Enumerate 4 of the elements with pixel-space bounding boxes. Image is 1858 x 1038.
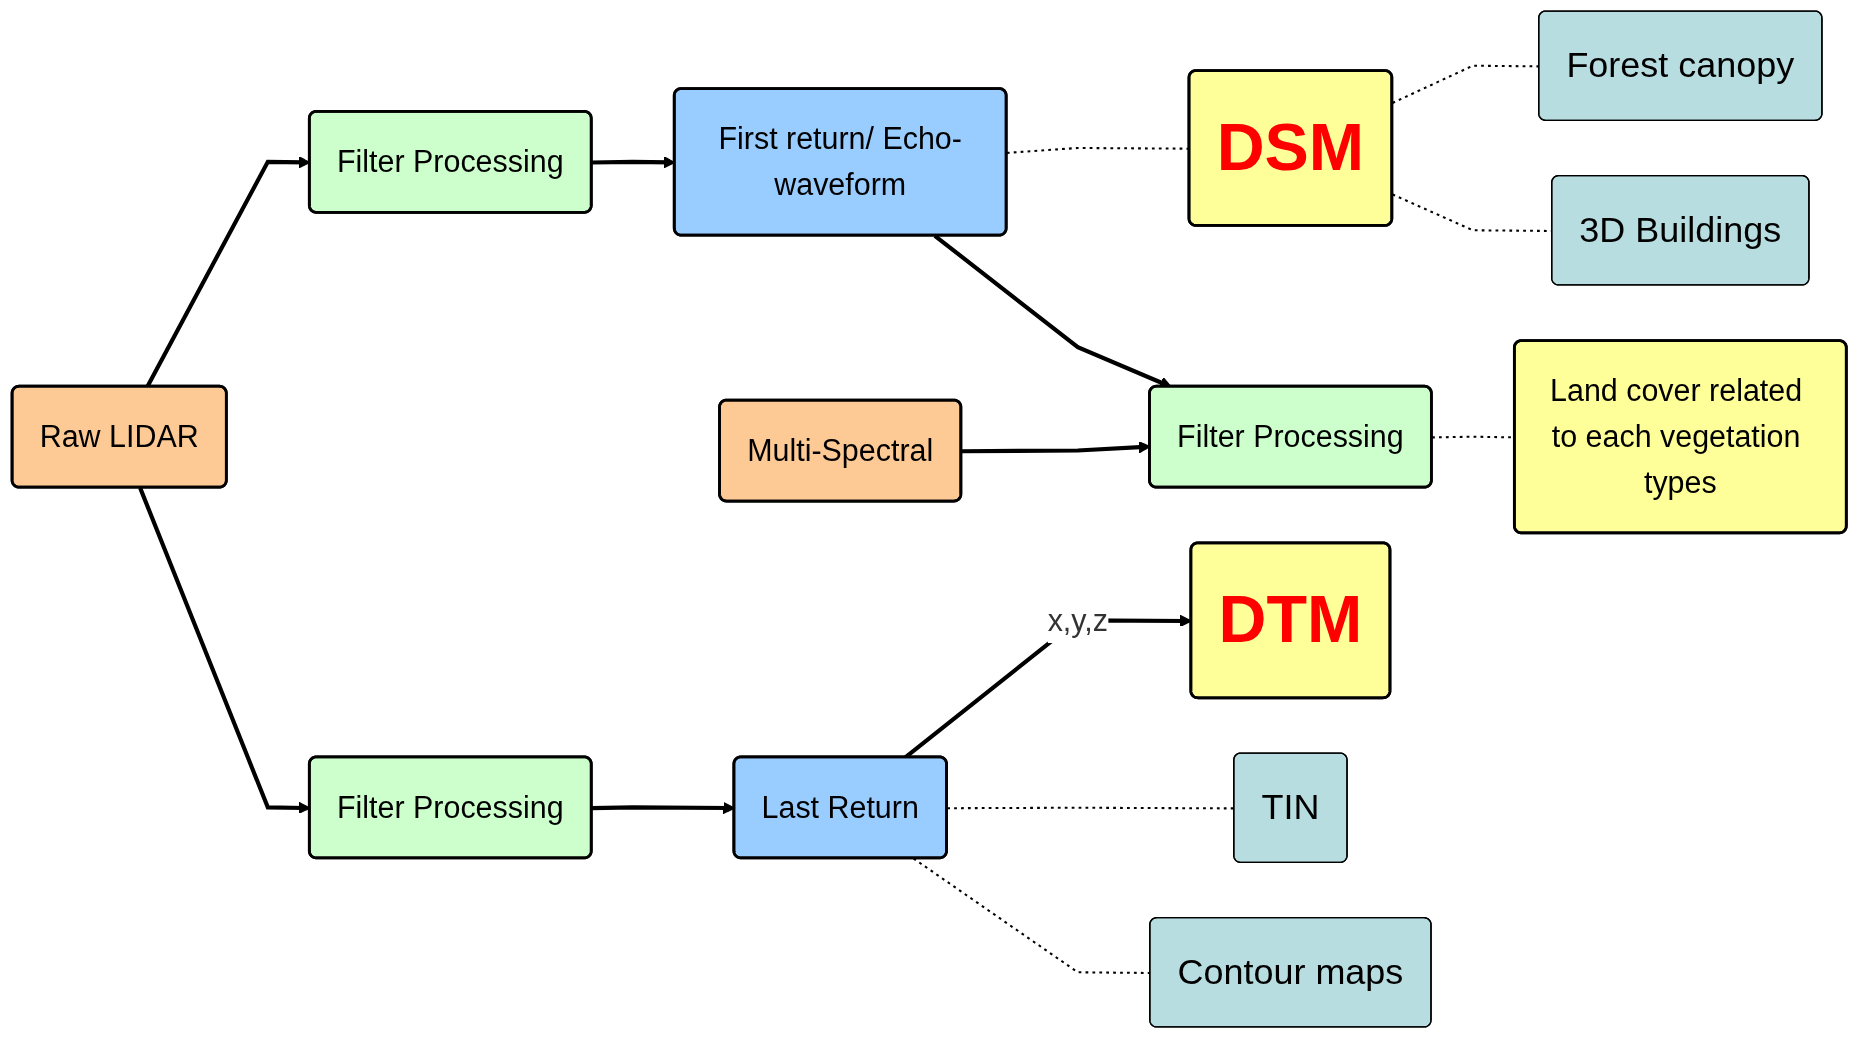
connector [912, 857, 1151, 975]
connector [1006, 146, 1190, 154]
edge-label: x,y,z [1047, 603, 1108, 638]
connector [1391, 64, 1540, 104]
